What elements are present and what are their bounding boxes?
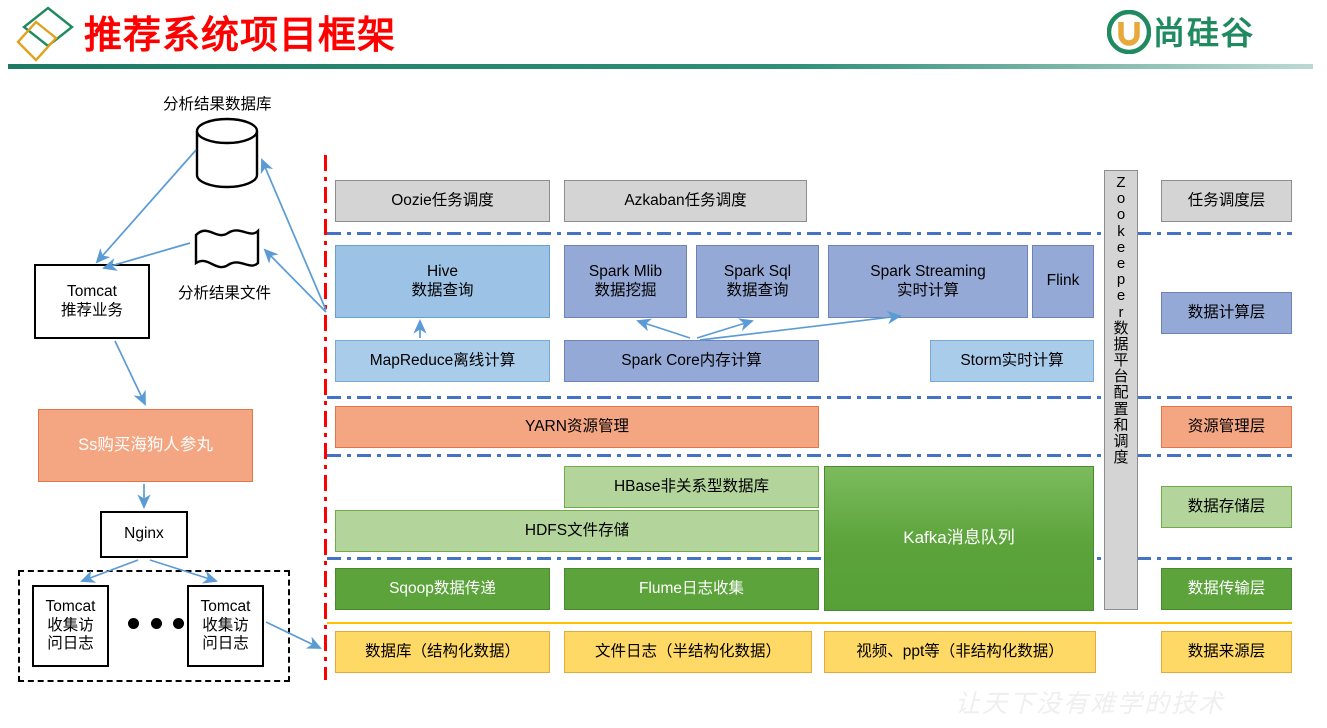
brand-name: 尚硅谷 [1153,15,1256,51]
zookeeper-char-6: p [1116,271,1126,289]
spark-core-box: Spark Core内存计算 [564,340,819,382]
hbase-box: HBase非关系型数据库 [564,466,819,508]
layer-label-resource: 资源管理层 [1161,406,1292,448]
zookeeper-char-17: 度 [1113,449,1129,467]
mapreduce-box: MapReduce离线计算 [335,340,550,382]
zookeeper-char-1: o [1116,190,1126,208]
layer-label-scheduling: 任务调度层 [1161,180,1292,222]
zookeeper-char-5: e [1116,254,1126,272]
layer-label-storage: 数据存储层 [1161,486,1292,528]
product-page-box: Ss购买海狗人参丸 [38,409,253,482]
layer-label-transport: 数据传输层 [1161,568,1292,610]
source-db-box: 数据库（结构化数据） [335,631,550,673]
spark-mlib-box: Spark Mlib 数据挖掘 [564,245,687,318]
header-divider [8,64,1313,69]
zookeeper-char-10: 据 [1113,335,1129,353]
zookeeper-char-0: Z [1116,174,1126,191]
u-circle-icon [1106,9,1152,55]
zookeeper-char-9: 数 [1113,319,1129,337]
layer-divider-4 [327,557,1292,560]
zookeeper-char-15: 和 [1113,416,1129,434]
hdfs-box: HDFS文件存储 [335,510,819,552]
page-title: 推荐系统项目框架 [84,15,397,57]
zookeeper-char-11: 平 [1113,352,1129,370]
storm-box: Storm实时计算 [930,340,1094,382]
layer-label-compute: 数据计算层 [1161,292,1292,334]
spark-sql-box: Spark Sql 数据查询 [696,245,819,318]
zookeeper-char-12: 台 [1113,368,1129,386]
zookeeper-char-2: o [1116,206,1126,224]
ellipsis-dots-icon [128,612,184,634]
tomcat-recommend-box: Tomcat 推荐业务 [34,264,150,339]
tomcat-log-box-1: Tomcat 收集访 问日志 [32,585,109,667]
zookeeper-char-16: 调 [1113,433,1129,450]
zookeeper-char-3: k [1117,222,1125,240]
page-header: 推荐系统项目框架 尚硅谷 [0,0,1327,72]
azkaban-box: Azkaban任务调度 [564,180,807,222]
flink-box: Flink [1032,245,1094,318]
kafka-box: Kafka消息队列 [824,466,1094,611]
sqoop-box: Sqoop数据传递 [335,568,550,610]
zookeeper-char-13: 配 [1113,384,1129,402]
hive-box: Hive 数据查询 [335,245,550,318]
cylinder-database-icon [193,117,261,189]
diamond-logo-icon [14,4,80,66]
layer-divider-5 [327,622,1292,624]
layer-divider-1 [327,232,1292,235]
spark-streaming-box: Spark Streaming 实时计算 [828,245,1028,318]
nginx-box: Nginx [100,511,188,558]
zookeeper-char-8: r [1118,303,1124,321]
tomcat-log-box-2: Tomcat 收集访 问日志 [187,585,264,667]
zookeeper-char-4: e [1116,238,1126,256]
vertical-red-divider [324,155,327,680]
source-log-box: 文件日志（半结构化数据） [564,631,812,673]
yarn-box: YARN资源管理 [335,406,819,448]
brand-logo: 尚硅谷 [1106,9,1297,56]
layer-divider-3 [327,454,1292,457]
watermark-text: 让天下没有难学的技术 [955,691,1226,718]
source-unstructured-box: 视频、ppt等（非结构化数据） [824,631,1096,673]
zookeeper-char-14: 置 [1113,400,1129,418]
oozie-box: Oozie任务调度 [335,180,550,222]
document-wave-icon [192,225,262,273]
zookeeper-char-7: e [1116,287,1126,305]
layer-label-source: 数据来源层 [1161,631,1292,673]
flume-box: Flume日志收集 [564,568,819,610]
db-label: 分析结果数据库 [163,96,272,113]
layer-divider-2 [327,396,1292,399]
file-label: 分析结果文件 [178,285,272,302]
